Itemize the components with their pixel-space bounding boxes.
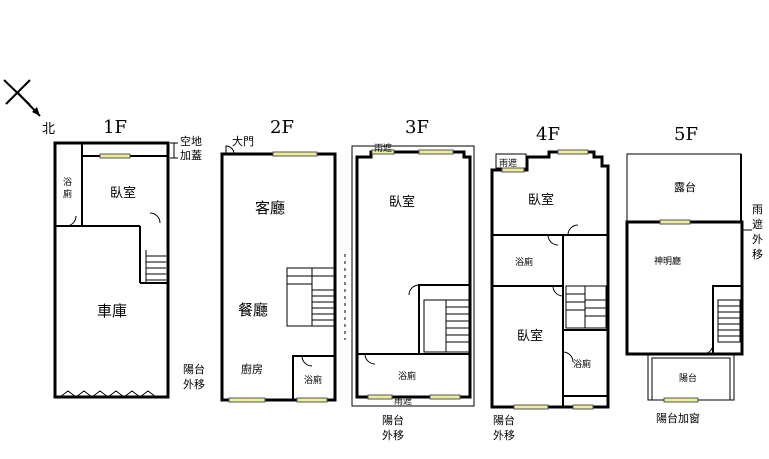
- floor-1f-stairs-icon: [145, 250, 166, 283]
- floor-5f-stairs-icon: [712, 285, 742, 354]
- floor-1f-bedroom-door-icon: [149, 212, 161, 224]
- floor-1f: 1F 浴 廁 臥室 車庫: [53, 117, 206, 399]
- floor-2f-dining-label: 餐廳: [238, 301, 268, 319]
- floor-2f-balcony-note: 陽台 外移: [183, 362, 209, 391]
- floor-3f-outline: [355, 150, 472, 399]
- floor-2f-window-bottom-left: [228, 397, 266, 403]
- floor-2f-outline: [220, 152, 337, 402]
- floor-2f-living-label: 客廳: [255, 199, 285, 217]
- floor-1f-open-roof-note: 空地 加蓋: [180, 134, 206, 162]
- floor-3f-awning-bottom-label: 雨遮: [394, 395, 412, 407]
- floor-4f-bath-bottom-label: 浴廁: [573, 358, 591, 370]
- floor-1f-window: [99, 153, 131, 159]
- floor-4f-window-top-right: [557, 149, 589, 155]
- floor-5f-terrace-label: 露台: [674, 180, 696, 194]
- floor-3f-window-bottom-right: [429, 394, 461, 400]
- floor-5f-balcony-window-note: 陽台加窗: [656, 411, 700, 425]
- floor-5f-title: 5F: [674, 124, 698, 145]
- floor-5f-awning-note: 雨 遮 外 移: [752, 203, 767, 261]
- floor-3f-awning-outline: [351, 145, 475, 407]
- floor-2f-title: 2F: [270, 117, 294, 138]
- floor-4f-window-top-left: [501, 167, 525, 173]
- floor-2f-stairs-icon: [286, 267, 336, 327]
- floor-3f-window-top-right: [418, 149, 454, 155]
- floor-1f-title: 1F: [103, 117, 127, 138]
- north-arrow-icon: [3, 79, 41, 117]
- floor-4f-bath2-door-icon: [562, 351, 574, 363]
- floor-5f-balcony-label: 陽台: [679, 372, 697, 384]
- floor-2f-window-top: [272, 151, 318, 157]
- floor-4f-bedroom2-door-icon: [552, 285, 564, 297]
- floor-1f-outline: [53, 141, 170, 399]
- floor-3f-bath-door-icon: [364, 353, 376, 365]
- north-label: 北: [42, 122, 55, 137]
- floor-4f-title: 4F: [536, 124, 560, 145]
- floor-2f-kitchen-label: 廚房: [241, 362, 263, 376]
- floor-4f-balcony-note: 陽台 外移: [493, 413, 519, 442]
- floor-2f-door-icon: [225, 145, 235, 155]
- floor-1f-bath-label: 浴 廁: [63, 177, 75, 200]
- floor-2f-bath-wall: [292, 355, 335, 400]
- floor-2f-bath-label: 浴廁: [304, 374, 322, 386]
- floor-4f-window-bottom-left: [513, 404, 549, 410]
- floor-2f-door-label: 大門: [232, 134, 254, 148]
- floor-4f-awning-label: 雨遮: [499, 157, 517, 169]
- floor-2f-bath-door-icon: [301, 355, 313, 367]
- floor-4f-bath-top-label: 浴廁: [515, 256, 533, 268]
- floor-3f-window-top-left: [371, 149, 395, 155]
- floor-1f-garage-opening: [59, 390, 157, 398]
- floor-3f-awning-label: 雨遮: [374, 142, 392, 154]
- floor-5f-window-top: [659, 219, 691, 225]
- floor-5f-shrine-label: 神明廳: [654, 255, 681, 267]
- floor-4f-window-bottom-right: [572, 404, 594, 410]
- floor-5f: 5F 露台 神明廳 陽台 陽台加窗 雨 遮 外 移: [625, 124, 767, 425]
- floor-3f-window-bottom-left: [367, 394, 393, 400]
- floor-1f-garage-label: 車庫: [97, 302, 127, 320]
- floor-3f-bath-label: 浴廁: [398, 370, 416, 382]
- floor-3f-bedroom-door-icon: [408, 284, 420, 296]
- floor-3f-title: 3F: [405, 117, 429, 138]
- floor-5f-window-bottom: [663, 397, 699, 403]
- floor-4f: 4F 雨遮 臥室 浴廁 臥室 浴廁 陽台: [490, 124, 610, 442]
- floor-1f-bedroom-label: 臥室: [110, 185, 136, 201]
- floor-1f-bath-door-icon: [65, 215, 77, 227]
- floor-3f: 3F 雨遮 臥室 浴廁 雨遮 陽台 外移: [351, 117, 475, 442]
- floor-4f-stairs-icon: [565, 285, 607, 329]
- floor-5f-outline: [625, 220, 744, 356]
- floor-4f-bedroom-top-label: 臥室: [528, 192, 554, 208]
- floor-4f-bath-top-wall: [492, 234, 564, 287]
- floor-4f-outline: [490, 150, 610, 409]
- floor-3f-stair-wall: [418, 284, 470, 354]
- floor-3f-stairs-icon: [423, 299, 470, 353]
- floor-4f-bath-door-icon: [547, 234, 559, 246]
- floor-2f-window-bottom-right: [296, 397, 328, 403]
- floor-3f-balcony-note: 陽台 外移: [382, 413, 408, 442]
- floor-2f: 2F 大門 客廳 餐廳 廚房 浴廁: [183, 117, 346, 403]
- floor-4f-bedroom-bottom-label: 臥室: [517, 328, 543, 344]
- floor-3f-bedroom-label: 臥室: [389, 194, 415, 210]
- floor-4f-bedroom-door-icon: [567, 224, 579, 236]
